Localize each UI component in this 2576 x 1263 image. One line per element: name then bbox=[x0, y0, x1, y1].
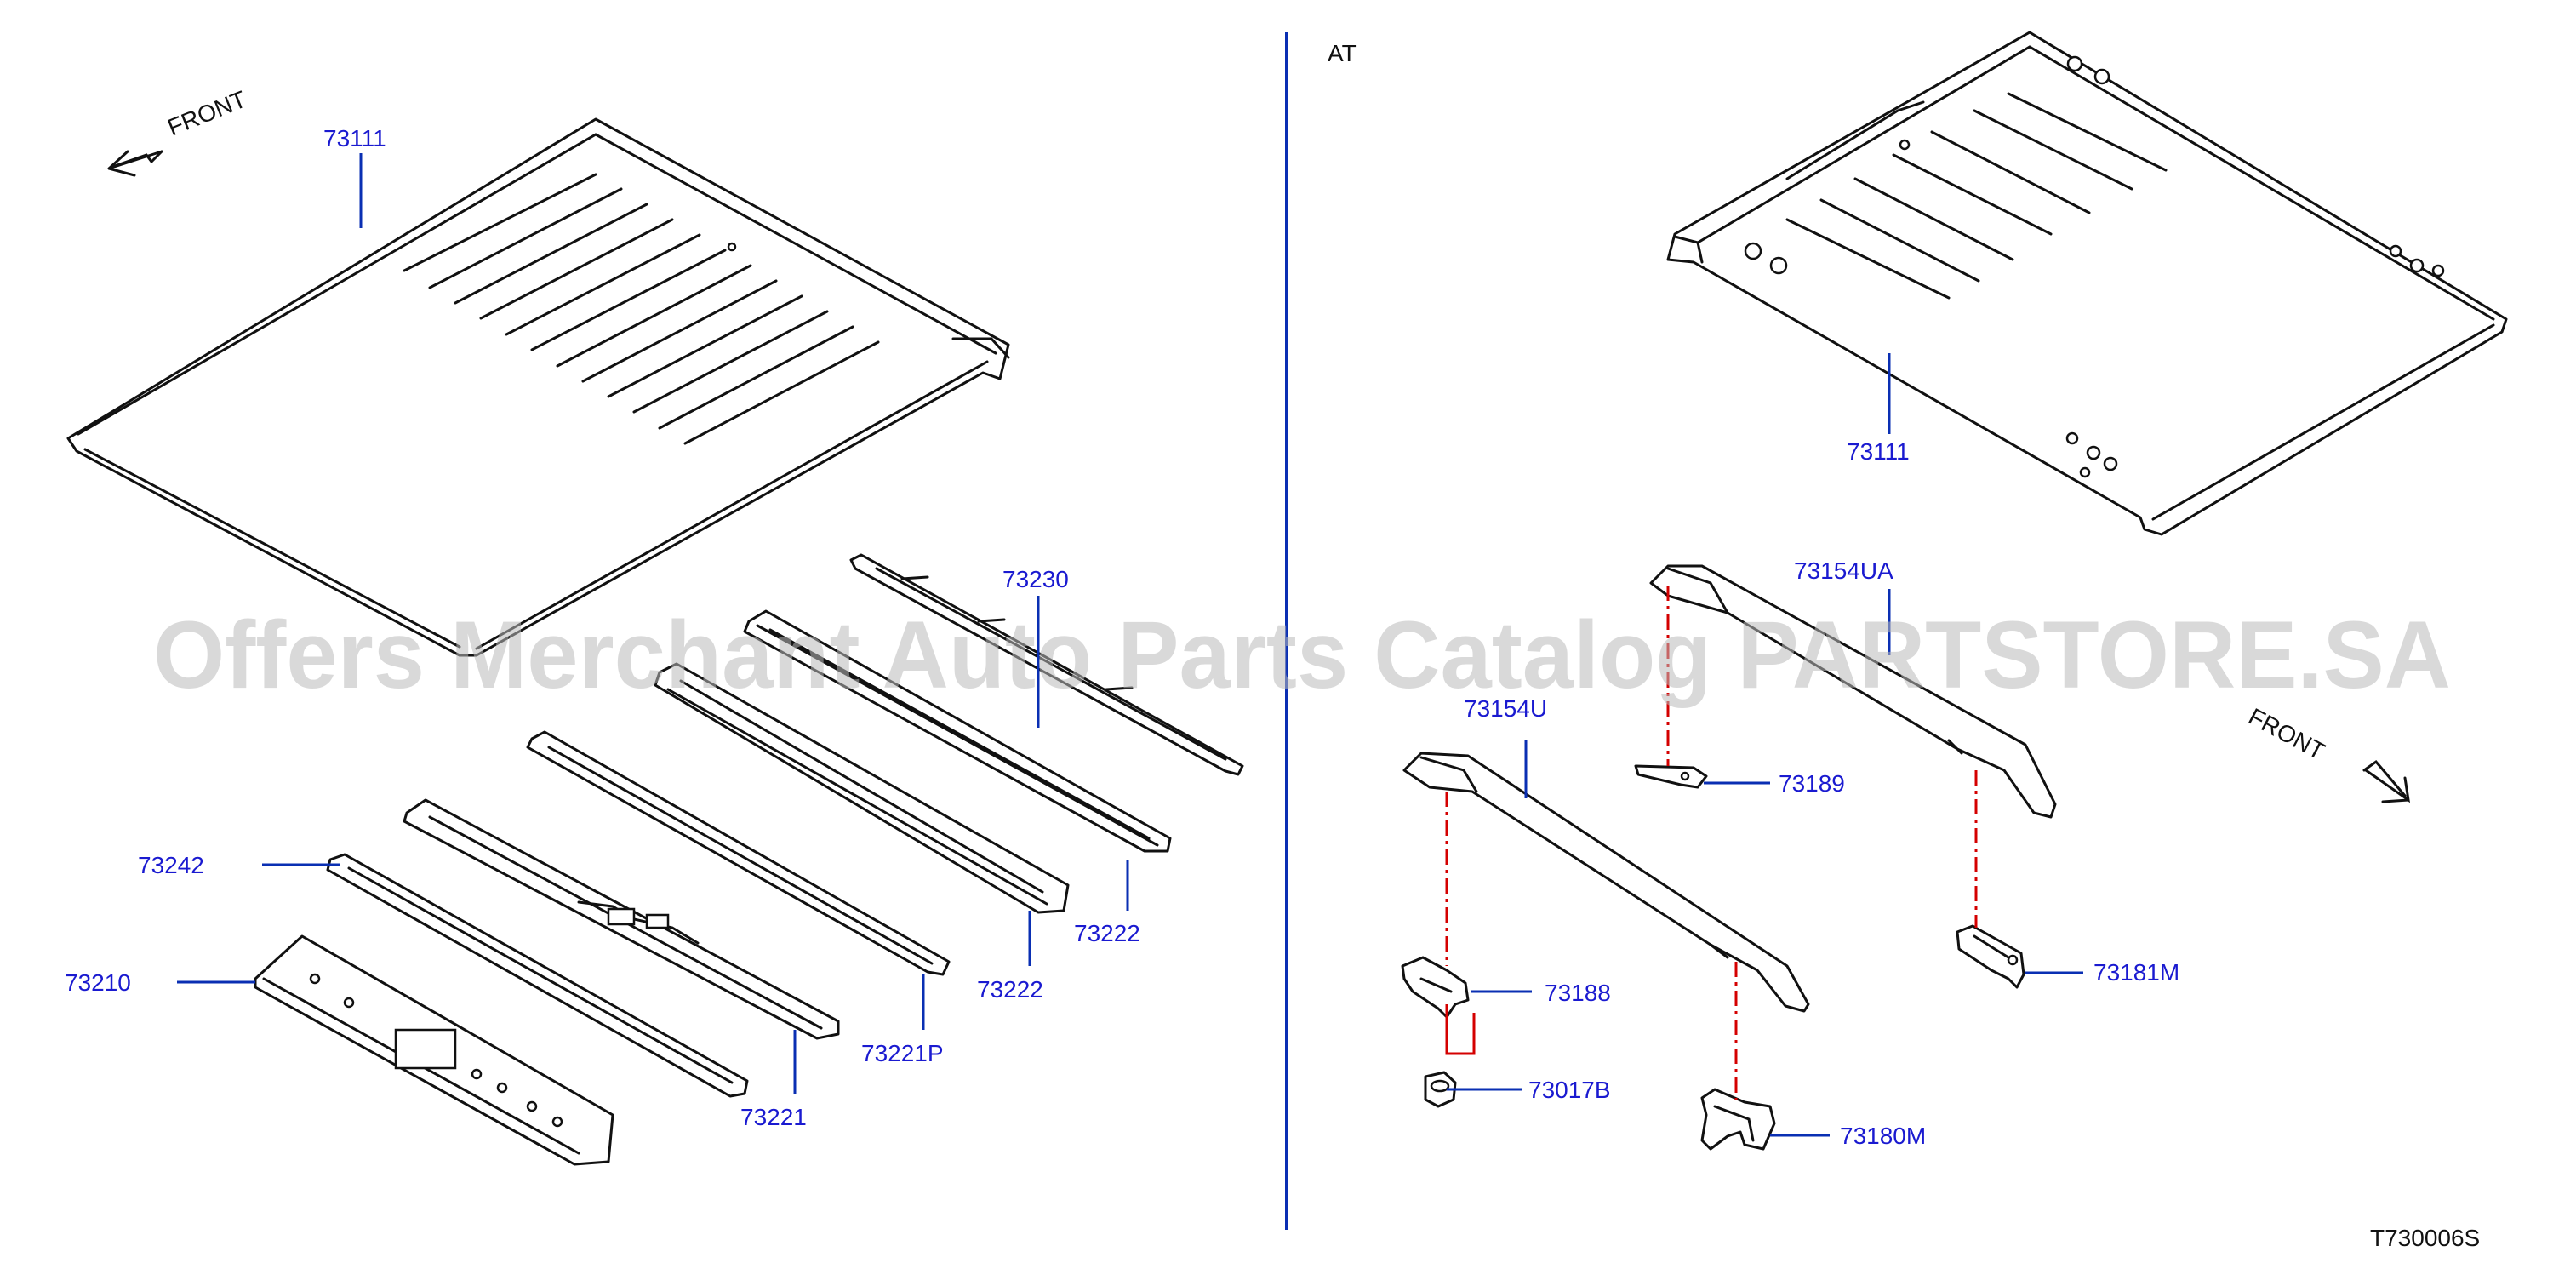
front-arrow-left-icon bbox=[107, 150, 163, 177]
part-label-73154U: 73154U bbox=[1464, 695, 1547, 722]
part-label-73111-left: 73111 bbox=[323, 125, 386, 151]
roof-bow-73222-mid bbox=[654, 662, 1070, 914]
watermark: Offers Merchant Auto Parts Catalog PARTS… bbox=[153, 602, 2451, 708]
front-label-left: FRONT bbox=[164, 86, 250, 141]
roof-panel-right bbox=[1666, 31, 2508, 536]
roof-rack-rail-73154U bbox=[1402, 752, 1810, 1013]
part-label-73111-right: 73111 bbox=[1847, 438, 1910, 465]
bracket-73181M bbox=[1956, 924, 2025, 989]
part-label-73180M: 73180M bbox=[1840, 1123, 1926, 1149]
roof-ribs-right bbox=[1785, 92, 2168, 300]
drawing-code: T730006S bbox=[2370, 1225, 2480, 1251]
front-rail-73242 bbox=[326, 853, 749, 1098]
part-label-73222-upper: 73222 bbox=[1074, 920, 1140, 946]
part-label-73188: 73188 bbox=[1545, 980, 1611, 1006]
part-label-73189: 73189 bbox=[1779, 770, 1845, 797]
roof-rack-rail-73154UA bbox=[1649, 564, 2057, 819]
bracket-73188 bbox=[1401, 956, 1470, 1019]
bracket-73180M bbox=[1700, 1088, 1776, 1151]
bracket-73189 bbox=[1634, 764, 1708, 789]
front-label-right: FRONT bbox=[2244, 703, 2329, 765]
part-label-73181M: 73181M bbox=[2093, 959, 2179, 986]
nut-connector-line bbox=[1445, 1004, 1476, 1055]
roof-ribs-left bbox=[403, 173, 880, 445]
part-label-73210: 73210 bbox=[65, 969, 131, 996]
rear-header-73230 bbox=[849, 553, 1244, 776]
roof-bow-73222-upper bbox=[743, 609, 1172, 853]
roof-bow-73221 bbox=[403, 798, 840, 1040]
section-label-at: AT bbox=[1328, 40, 1357, 66]
nut-73017B bbox=[1424, 1071, 1457, 1108]
part-label-73221: 73221 bbox=[740, 1104, 807, 1130]
part-label-73017B: 73017B bbox=[1528, 1077, 1611, 1103]
part-label-73230: 73230 bbox=[1002, 566, 1069, 592]
roof-bow-73221P bbox=[526, 730, 951, 976]
roof-panel-left bbox=[66, 117, 1010, 657]
part-label-73154UA: 73154UA bbox=[1794, 557, 1893, 584]
part-label-73222-mid: 73222 bbox=[977, 976, 1043, 1003]
front-arrow-right-icon bbox=[2362, 759, 2411, 803]
part-label-73242: 73242 bbox=[138, 852, 204, 878]
part-label-73221P: 73221P bbox=[861, 1040, 944, 1066]
front-header-73210 bbox=[254, 934, 614, 1166]
